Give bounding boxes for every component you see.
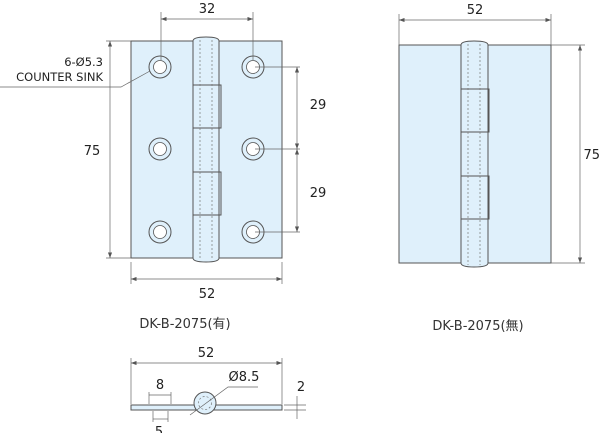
- dim-52: 52: [199, 287, 216, 302]
- dim-thickness: 2: [297, 380, 305, 395]
- dim-75: 75: [84, 144, 101, 159]
- hinge-front-view-with-holes: 32 75 29 29 52 6-Ø5.3 COUNTER SINK DK-B-…: [0, 2, 326, 332]
- knuckle: [192, 36, 220, 263]
- knuckle: [460, 40, 489, 268]
- hole-callout-countersink: COUNTER SINK: [16, 70, 103, 84]
- dim-pin-diameter: Ø8.5: [229, 370, 260, 385]
- dim-29-top: 29: [310, 98, 327, 113]
- dim-5: 5: [155, 425, 163, 433]
- model-label-with-holes: DK-B-2075(有): [139, 317, 230, 332]
- dim-32: 32: [199, 2, 216, 17]
- left-leaf: [398, 44, 462, 264]
- hole-callout-diameter: 6-Ø5.3: [64, 55, 103, 69]
- dim-8: 8: [156, 378, 164, 393]
- dim-52: 52: [198, 346, 215, 361]
- pin-knuckle: [193, 391, 217, 415]
- dim-52: 52: [467, 3, 484, 18]
- screw-holes: [148, 55, 265, 244]
- model-label-no-holes: DK-B-2075(無): [432, 319, 523, 334]
- dim-29-bottom: 29: [310, 186, 327, 201]
- dim-75: 75: [583, 148, 600, 163]
- right-leaf: [487, 44, 552, 264]
- hinge-side-view: 52 8 5 Ø8.5 2: [130, 346, 306, 433]
- hinge-front-view-no-holes: 52 75 DK-B-2075(無): [398, 3, 600, 334]
